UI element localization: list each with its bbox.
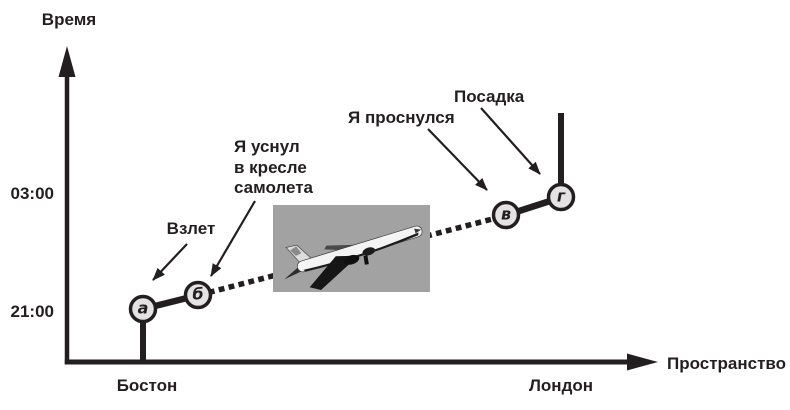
takeoff-arrow-icon: [152, 243, 188, 281]
x-axis-label: Пространство: [667, 354, 787, 373]
woke-up-arrow-icon: [427, 128, 488, 191]
annotation-takeoff: Взлет: [166, 219, 216, 238]
landing-arrow-icon: [480, 107, 541, 175]
event-point-b: [183, 280, 213, 310]
event-point-a: [128, 294, 158, 324]
y-axis-label: Время: [41, 10, 97, 29]
airplane-silhouette-icon: [284, 225, 423, 291]
point-label-a: а: [137, 298, 149, 318]
y-tick-0300: 03:00: [10, 184, 54, 203]
space-axis-arrowhead-icon: [627, 353, 658, 371]
annotation-fell-asleep: Я уснул в кресле самолета: [234, 137, 314, 198]
x-tick-london: Лондон: [528, 376, 594, 395]
fell-asleep-arrow-icon: [210, 200, 256, 277]
y-tick-2100: 21:00: [10, 302, 54, 321]
point-label-v: в: [500, 204, 512, 224]
point-label-b: б: [192, 284, 204, 304]
airplane-photo: [273, 205, 430, 292]
annotation-woke-up: Я проснулся: [348, 108, 455, 127]
event-point-g: [546, 182, 576, 212]
time-axis-arrowhead-icon: [58, 46, 76, 77]
annotation-landing: Посадка: [454, 87, 525, 106]
x-tick-boston: Бостон: [116, 376, 178, 395]
event-point-v: [491, 200, 521, 230]
point-label-g: г: [556, 186, 566, 206]
